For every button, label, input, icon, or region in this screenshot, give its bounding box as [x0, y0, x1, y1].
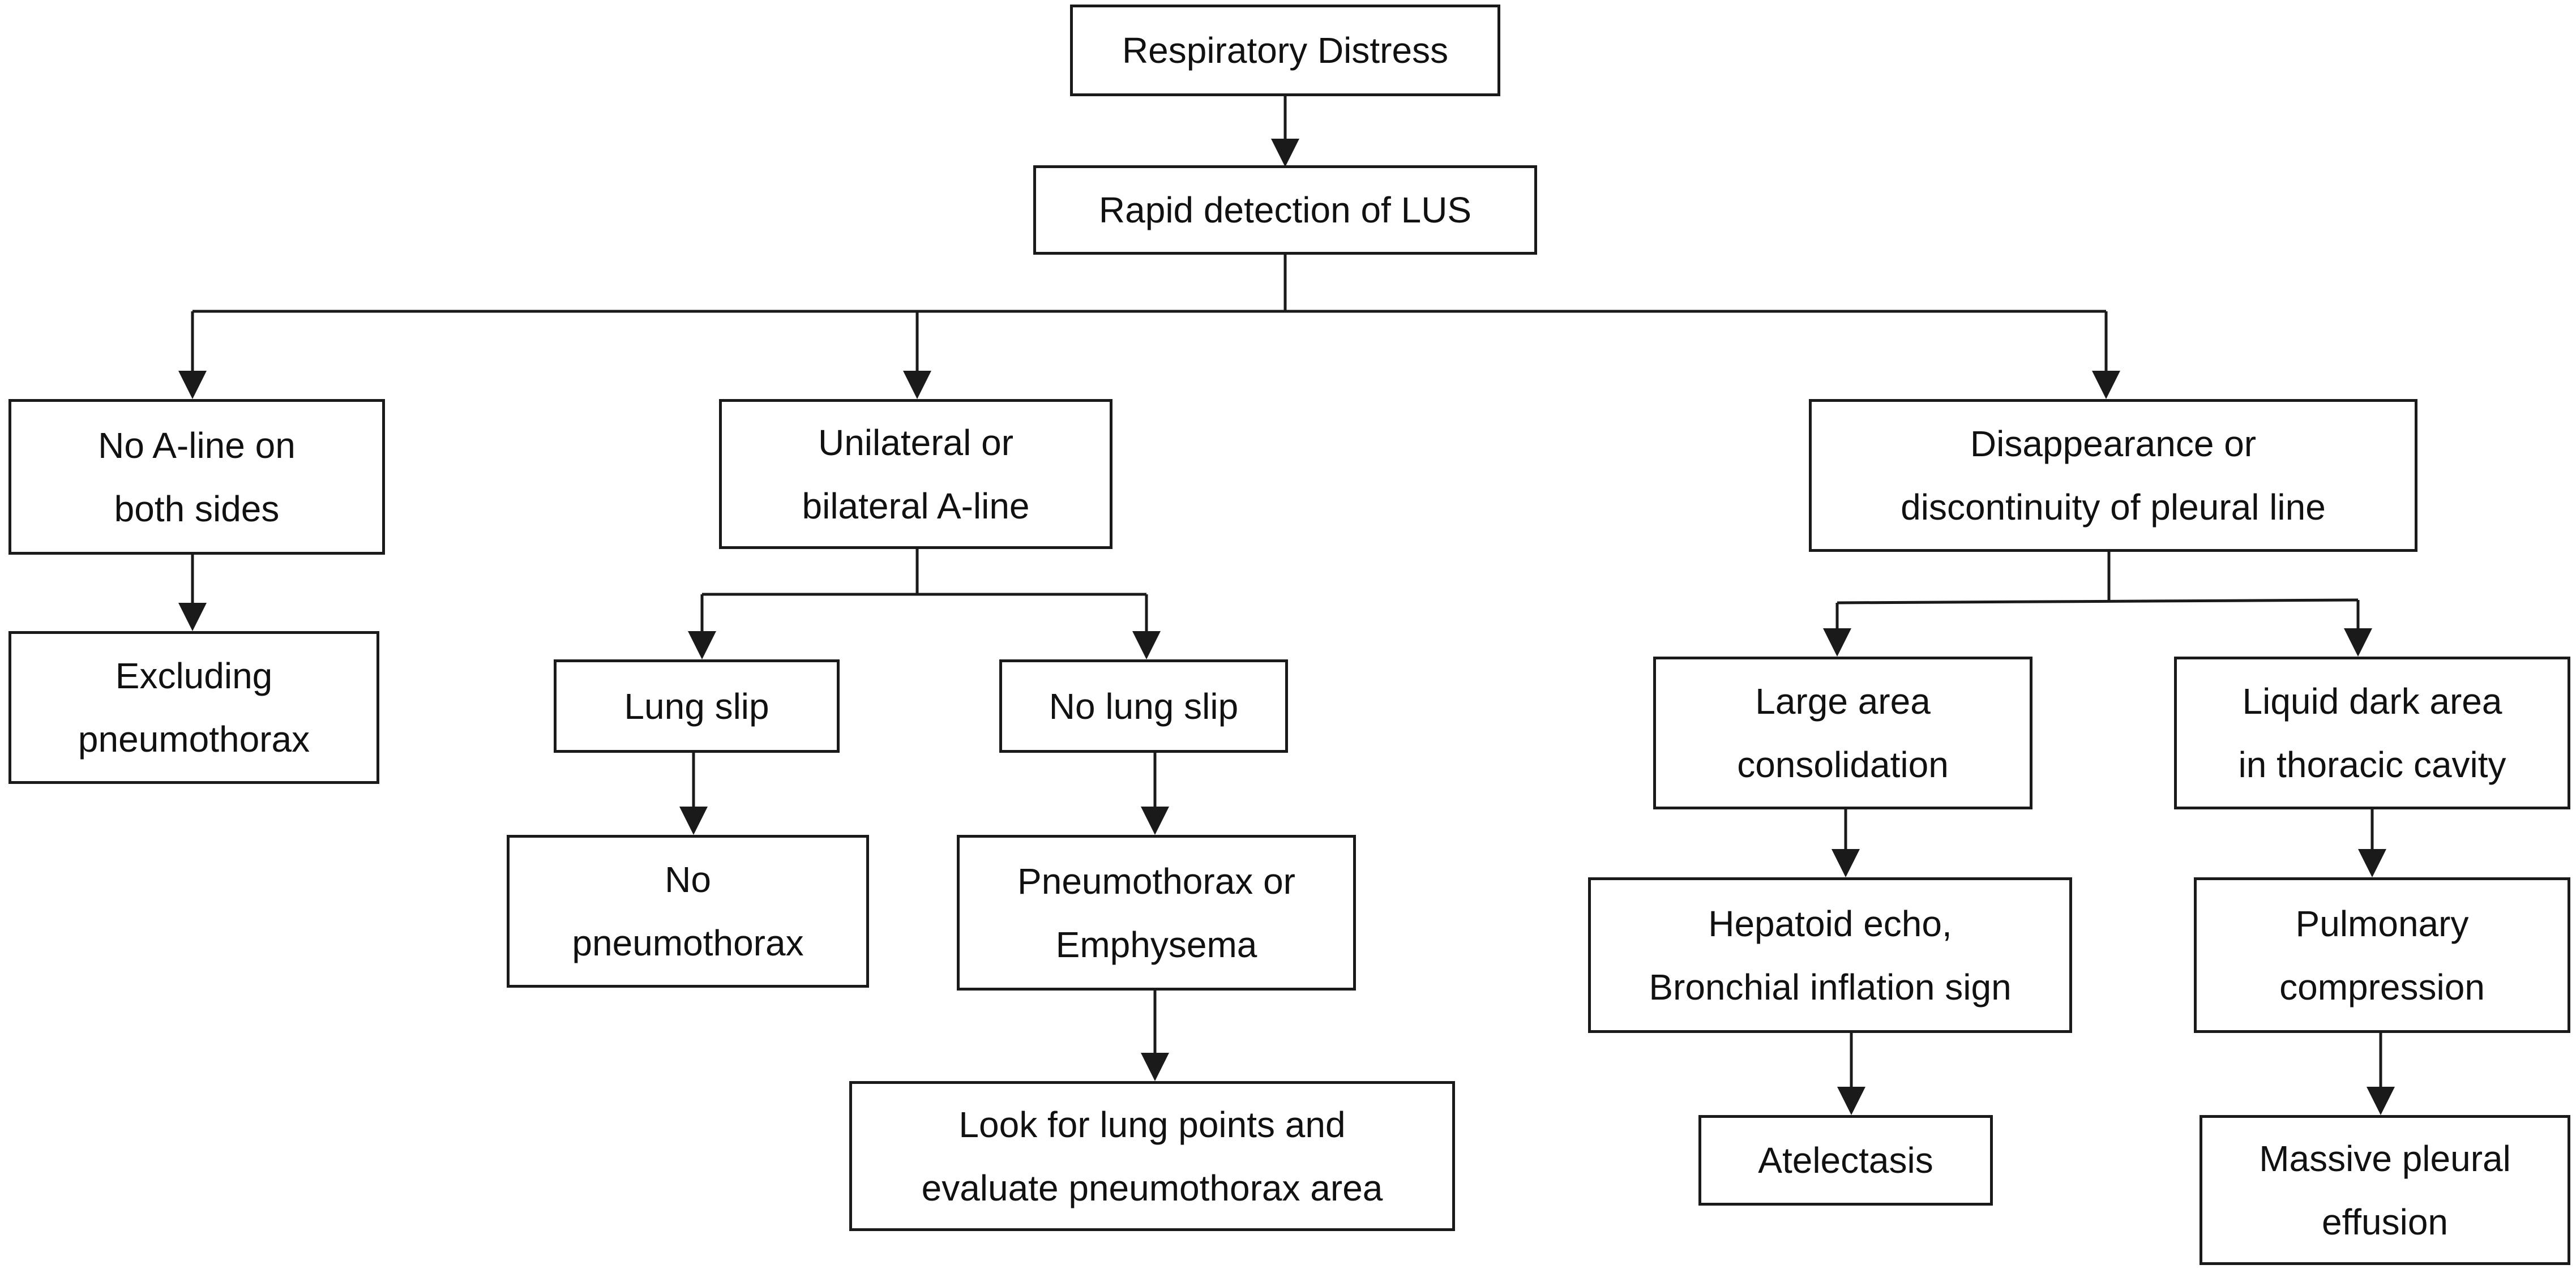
node-text: Rapid detection of LUS — [1098, 190, 1472, 230]
node-no-pneumothorax: No pneumothorax — [507, 835, 869, 988]
node-text: Large area — [1755, 681, 1931, 722]
node-text: Disappearance or — [1970, 423, 2257, 464]
node-respiratory-distress: Respiratory Distress — [1070, 5, 1500, 96]
node-text: Bronchial inflation sign — [1649, 966, 2012, 1008]
node-no-lung-slip: No lung slip — [999, 659, 1288, 753]
node-pleural-line: Disappearance or discontinuity of pleura… — [1809, 399, 2417, 552]
node-text: in thoracic cavity — [2238, 744, 2506, 785]
node-large-area-consolidation: Large area consolidation — [1653, 657, 2032, 809]
node-text: Hepatoid echo, — [1708, 903, 1952, 944]
node-text: evaluate pneumothorax area — [921, 1167, 1383, 1208]
node-text: Liquid dark area — [2242, 681, 2502, 722]
node-text: Atelectasis — [1758, 1140, 1933, 1181]
node-liquid-dark-area: Liquid dark area in thoracic cavity — [2174, 657, 2570, 809]
node-look-for-lung-points: Look for lung points and evaluate pneumo… — [849, 1081, 1455, 1231]
node-text: No A-line on — [98, 425, 296, 466]
node-text: Massive pleural — [2259, 1138, 2511, 1179]
node-massive-pleural-effusion: Massive pleural effusion — [2200, 1115, 2570, 1265]
node-text: effusion — [2322, 1201, 2448, 1242]
node-text: Look for lung points and — [958, 1104, 1346, 1145]
node-text: No lung slip — [1049, 685, 1239, 727]
node-pneumothorax-or-emphysema: Pneumothorax or Emphysema — [957, 835, 1356, 991]
node-text: both sides — [114, 488, 280, 529]
node-hepatoid-echo: Hepatoid echo, Bronchial inflation sign — [1588, 877, 2072, 1033]
node-no-a-line: No A-line on both sides — [8, 399, 385, 555]
node-text: No — [665, 859, 711, 900]
node-text: Excluding — [115, 655, 273, 696]
node-atelectasis: Atelectasis — [1698, 1115, 1993, 1206]
node-text: bilateral A-line — [802, 485, 1030, 526]
node-rapid-detection: Rapid detection of LUS — [1033, 165, 1537, 255]
node-text: Unilateral or — [818, 422, 1014, 463]
connector-line — [1837, 598, 2359, 605]
node-text: Lung slip — [624, 685, 769, 727]
node-text: pneumothorax — [78, 719, 310, 760]
node-text: consolidation — [1737, 744, 1949, 785]
node-text: compression — [2279, 966, 2485, 1008]
node-text: Respiratory Distress — [1122, 30, 1449, 71]
node-text: Pneumothorax or — [1017, 860, 1295, 902]
node-text: Emphysema — [1055, 924, 1257, 965]
node-pulmonary-compression: Pulmonary compression — [2194, 877, 2570, 1033]
node-a-line: Unilateral or bilateral A-line — [719, 399, 1112, 549]
node-excluding-pneumothorax: Excluding pneumothorax — [8, 631, 379, 784]
node-lung-slip: Lung slip — [554, 659, 840, 753]
node-text: Pulmonary — [2295, 903, 2469, 944]
node-text: pneumothorax — [572, 923, 804, 963]
node-text: discontinuity of pleural line — [1901, 487, 2326, 528]
